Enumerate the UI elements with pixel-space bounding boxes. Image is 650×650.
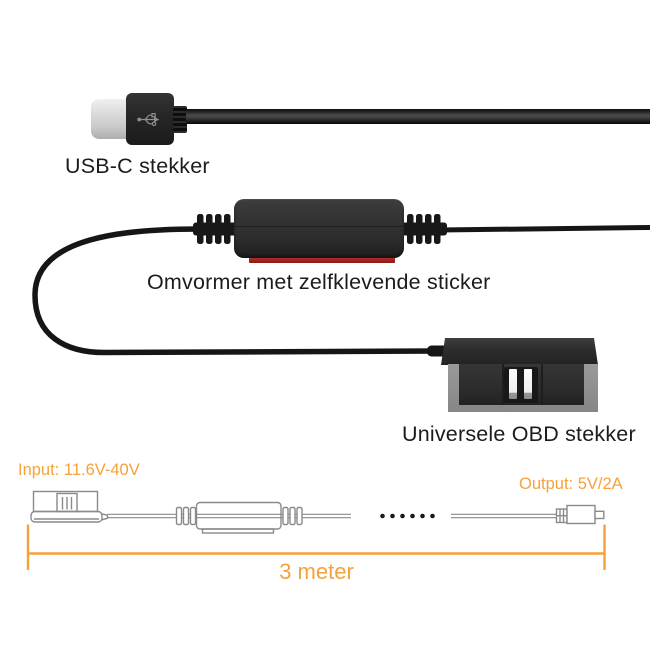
obd-plug-face	[459, 364, 584, 405]
converter-label: Omvormer met zelfklevende sticker	[147, 270, 491, 294]
cable-length-label: 3 meter	[279, 559, 354, 584]
obd-label: Universele OBD stekker	[402, 422, 636, 446]
obd-seam	[502, 364, 504, 405]
cable-loop	[32, 226, 439, 356]
converter-seam	[234, 226, 404, 227]
adhesive-sticker	[249, 256, 395, 263]
input-spec-label: Input: 11.6V-40V	[18, 461, 140, 479]
obd-seam	[541, 364, 543, 405]
usb-c-flat-cable	[186, 109, 650, 124]
cable-continuation-dots	[380, 513, 435, 519]
schematic-usb-plug	[555, 504, 605, 525]
dimension-lines	[26, 524, 606, 570]
converter-strain-relief-left	[193, 214, 239, 244]
obd-plug-cap	[441, 338, 598, 365]
cable-right	[439, 225, 650, 233]
schematic-obd-plug	[30, 490, 109, 523]
obd-pin	[509, 369, 517, 399]
schematic-cable	[107, 513, 557, 519]
schematic-converter	[175, 501, 303, 534]
output-spec-label: Output: 5V/2A	[519, 475, 623, 493]
usb-c-strain-relief	[173, 106, 187, 133]
converter-body	[234, 199, 404, 258]
obd-pin	[524, 369, 532, 399]
usb-c-metal-tip	[91, 99, 129, 139]
usb-trident-icon	[137, 112, 160, 126]
obd-pin-slot	[504, 367, 538, 403]
usb-c-plug-body	[126, 93, 174, 145]
obd-plug-body	[448, 364, 598, 412]
usb-c-label: USB-C stekker	[65, 154, 210, 178]
converter-strain-relief-right	[401, 214, 447, 244]
